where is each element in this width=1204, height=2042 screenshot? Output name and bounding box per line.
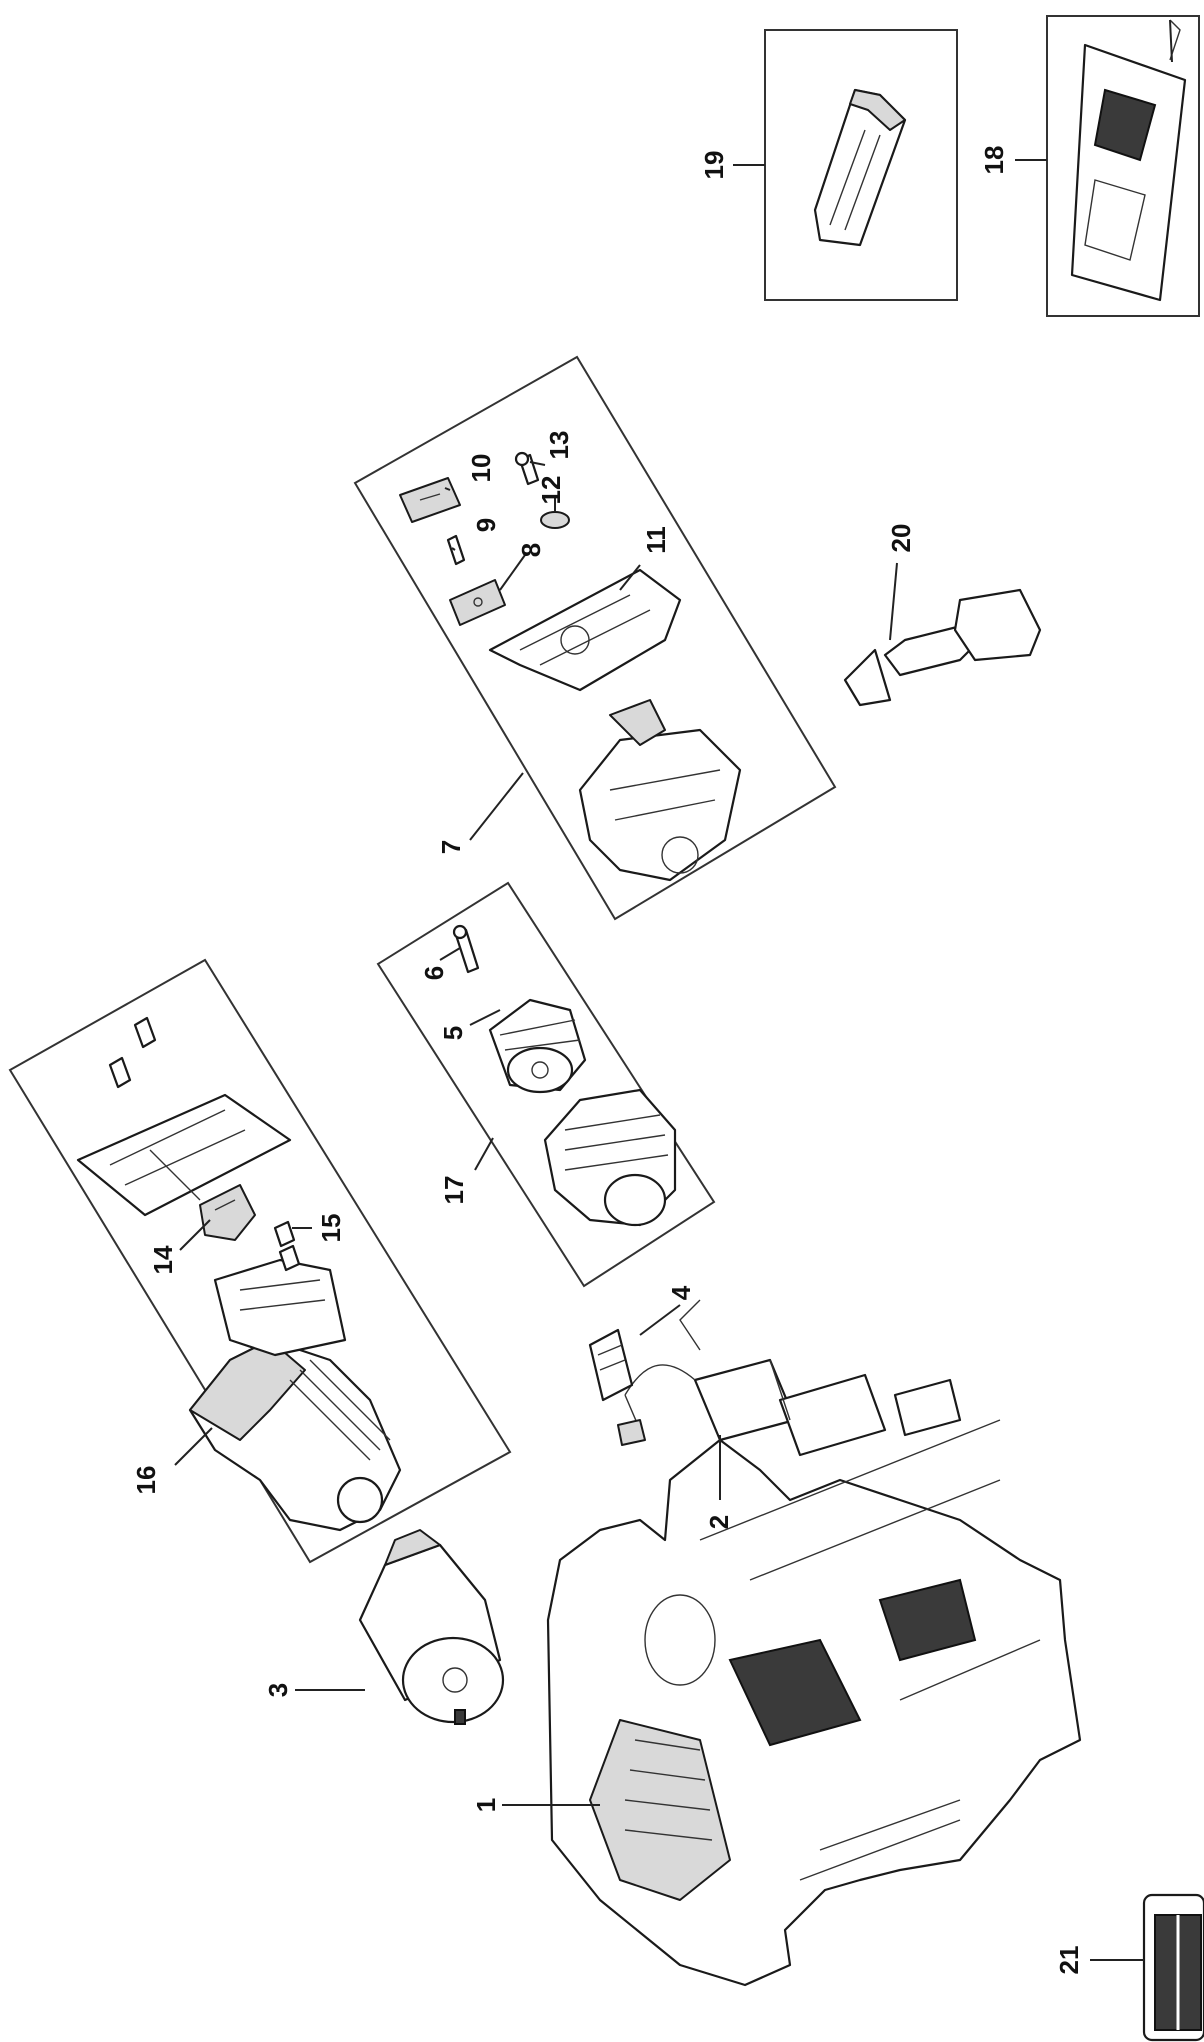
part-label-13: 13 <box>544 431 574 460</box>
part-label-18: 18 <box>979 146 1009 175</box>
screw-13-part <box>514 451 540 486</box>
group-box-17 <box>376 881 716 1288</box>
part-label-14: 14 <box>148 1245 178 1274</box>
battery-pack-part <box>813 88 907 247</box>
shoe-plate-16-part <box>76 1016 292 1217</box>
group-box-7 <box>353 355 837 921</box>
group-box-18 <box>1046 15 1200 317</box>
label-part <box>1142 1893 1204 2042</box>
motor-part <box>358 1529 505 1725</box>
part-label-1: 1 <box>471 1798 501 1812</box>
part-label-10: 10 <box>466 454 496 483</box>
leader-line-11 <box>619 564 641 591</box>
leader-line-4 <box>639 1304 681 1336</box>
switch-wiring-part <box>617 1299 962 1457</box>
leader-line-14 <box>179 1219 211 1251</box>
leader-line-7 <box>469 772 524 841</box>
leader-line-16 <box>174 1427 213 1466</box>
clip-8-part <box>449 579 506 626</box>
part-label-21: 21 <box>1054 1946 1084 1975</box>
leader-line-5 <box>469 1009 501 1026</box>
leader-line-17 <box>474 1137 494 1171</box>
blade-clamp-14-part <box>199 1184 256 1241</box>
part-label-7: 7 <box>436 840 466 854</box>
part-label-5: 5 <box>438 1026 468 1040</box>
screws-15-part <box>273 1220 301 1272</box>
leader-line-20 <box>889 562 898 641</box>
accessory-20-part <box>843 588 1042 707</box>
part-label-20: 20 <box>886 524 916 553</box>
charger-part <box>1070 19 1187 302</box>
gearbox-17-part <box>543 1088 677 1227</box>
leader-line-9 <box>451 547 456 551</box>
screw-6-part <box>452 924 480 974</box>
part-label-15: 15 <box>316 1214 346 1243</box>
part-label-4: 4 <box>666 1285 696 1300</box>
leader-line-13 <box>529 461 546 466</box>
screw-9-part <box>446 534 466 566</box>
part-label-8: 8 <box>516 543 546 557</box>
small-block-part <box>588 1328 634 1402</box>
part-label-16: 16 <box>131 1466 161 1495</box>
part-label-2: 2 <box>704 1515 734 1529</box>
leader-line-8 <box>499 554 526 591</box>
chuck-5-part <box>488 998 587 1094</box>
leader-line-10 <box>444 487 451 491</box>
part-label-3: 3 <box>263 1683 293 1697</box>
part-label-9: 9 <box>471 518 501 532</box>
part-label-19: 19 <box>699 151 729 180</box>
part-label-17: 17 <box>439 1176 469 1205</box>
part-label-6: 6 <box>419 966 449 980</box>
gearbox-16-part <box>188 1258 402 1532</box>
shoe-plate-11-part <box>488 568 682 692</box>
leader-line-6 <box>439 947 461 961</box>
part-label-12: 12 <box>536 476 566 505</box>
washer-12-part <box>540 511 570 529</box>
housing-part <box>546 1419 1082 1987</box>
lever-7-part <box>609 699 666 746</box>
part-label-11: 11 <box>641 526 671 554</box>
plate-10-part <box>399 477 461 523</box>
